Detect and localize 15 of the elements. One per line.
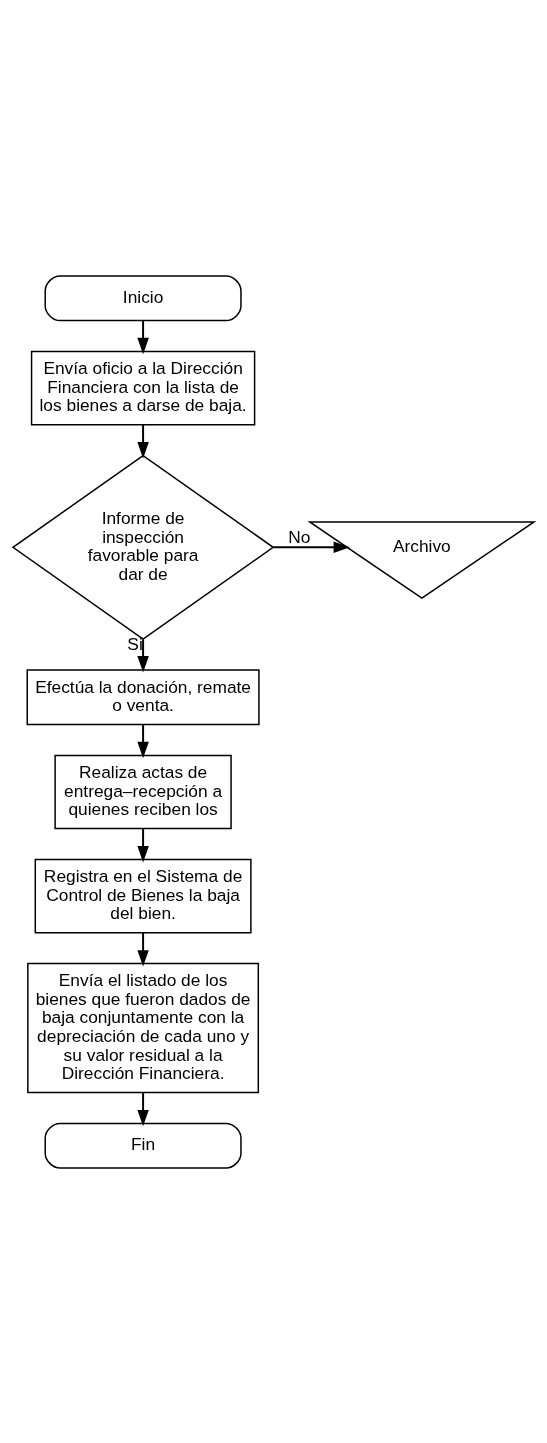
node-box: Realiza actas de entrega–recepción a quienes reciben los xyxy=(54,754,232,829)
node-box: Fin xyxy=(44,1122,242,1169)
node-box: Envía oficio a la Dirección Financiera con la lista de los bienes a darse de baja. xyxy=(30,350,256,425)
arrow xyxy=(272,541,350,553)
node-box: Inicio xyxy=(44,274,242,321)
arrow xyxy=(137,931,149,967)
node-box: Registra en el Sistema de Control de Bienes la baja del bien. xyxy=(34,858,252,933)
arrow xyxy=(137,637,149,672)
arrow xyxy=(137,1091,149,1126)
arrow xyxy=(137,827,149,862)
arrow xyxy=(137,319,149,354)
arrow xyxy=(137,423,149,458)
node-box: Envía el listado de los bienes que fueron dados de baja conjuntamente con la depreciación de cada uno y su valor residual a la Dirección Financiera. xyxy=(27,962,260,1093)
node-box: Efectúa la donación, remate o venta. xyxy=(26,668,260,725)
arrow xyxy=(137,723,149,758)
